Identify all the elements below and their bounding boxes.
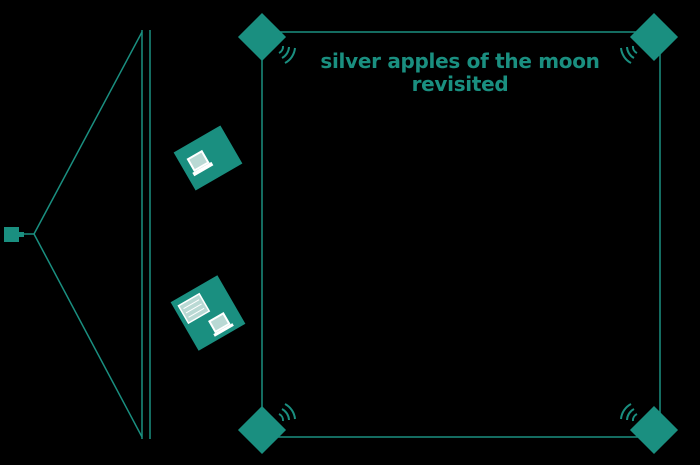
projection-cone [24,31,143,438]
listening-area [261,31,661,438]
title-line-1: silver apples of the moon [320,49,600,73]
speaker-icon [237,12,296,64]
laptop-station-icon [170,275,246,351]
projector-icon [4,227,24,242]
speaker-icon [620,12,679,64]
title-line-2: revisited [411,72,509,96]
projection-screen [141,30,151,439]
laptop-station-icon [173,125,243,191]
speaker-icon [620,403,679,455]
diagram-title: silver apples of the moon revisited [300,50,620,96]
speaker-icon [237,403,296,455]
